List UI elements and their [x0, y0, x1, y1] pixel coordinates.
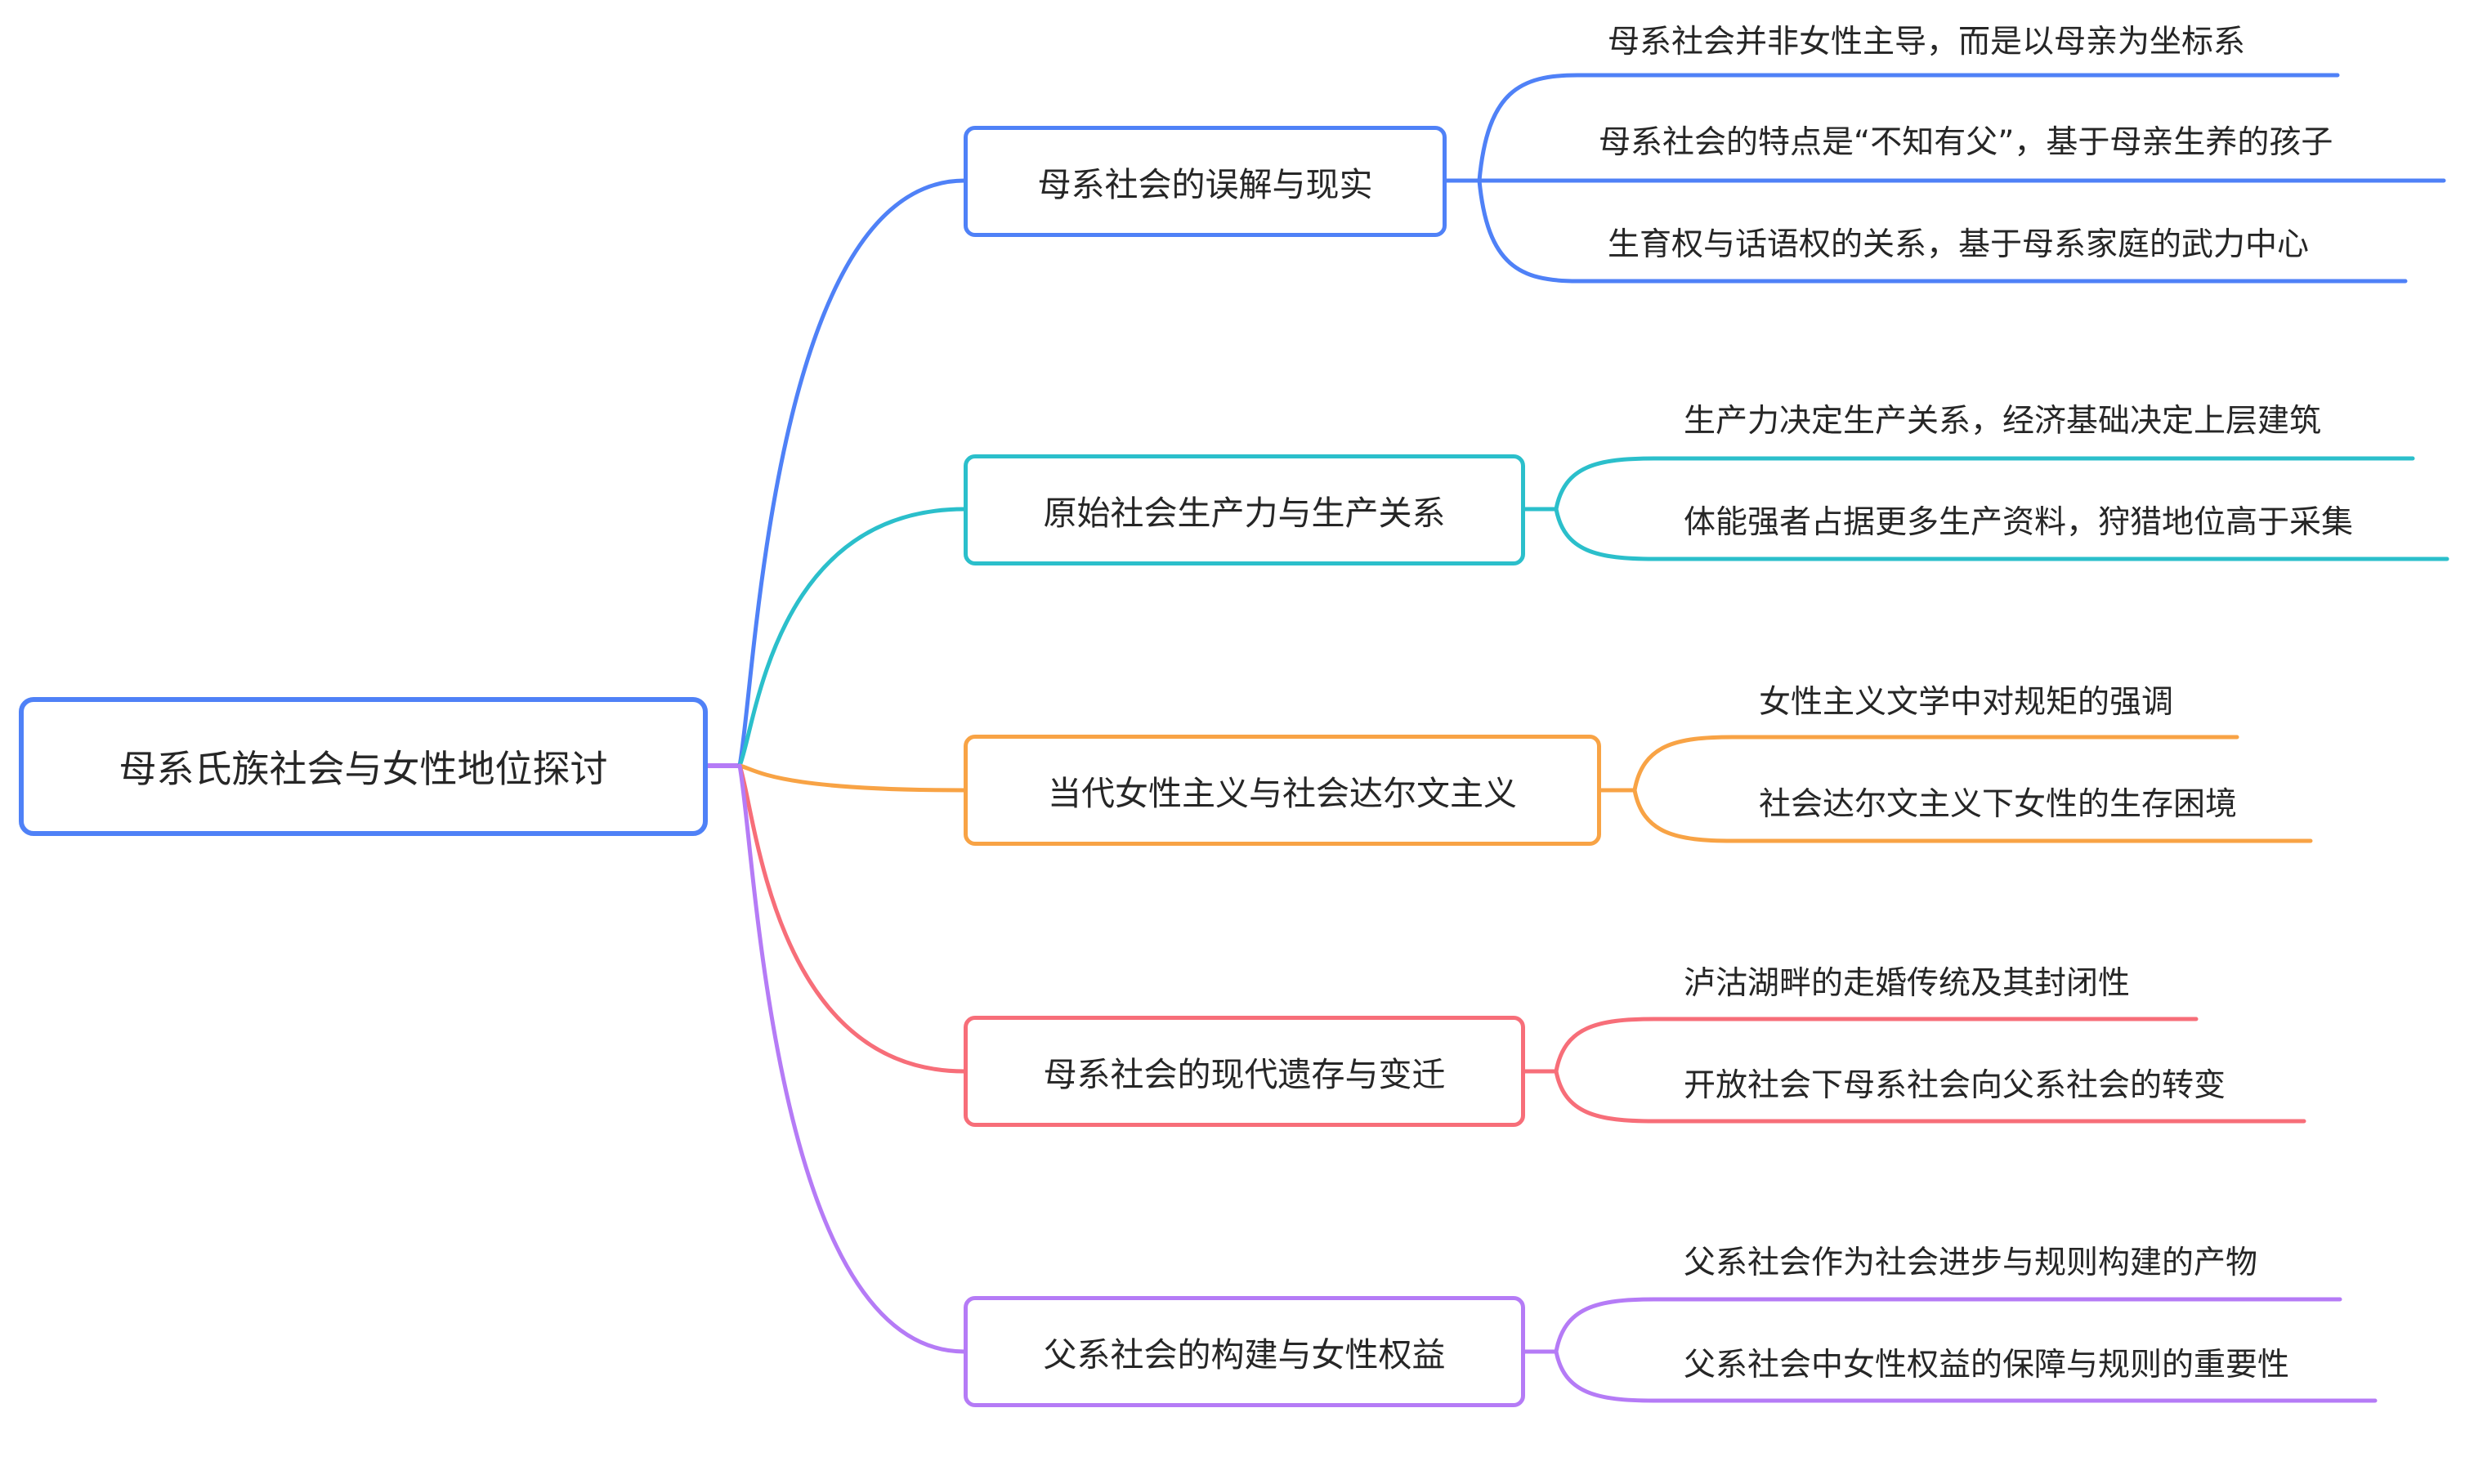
leaf-connector [1554, 1017, 2199, 1074]
topic-modern-remnants[interactable]: 母系社会的现代遗存与变迁 [964, 1016, 1525, 1127]
leaf-connector [1477, 178, 2408, 284]
leaf-topic[interactable]: 母系社会并非女性主导，而是以母亲为坐标系 [1608, 24, 2246, 60]
topic-label: 原始社会生产力与生产关系 [1043, 494, 1446, 533]
leaf-connector [1554, 507, 2449, 561]
topic-patriarchy-rights[interactable]: 父系社会的构建与女性权益 [964, 1296, 1525, 1407]
leaf-topic[interactable]: 社会达尔文主义下女性的生存困境 [1759, 786, 2238, 823]
topic-label: 父系社会的构建与女性权益 [1043, 1335, 1446, 1374]
leaf-topic[interactable]: 体能强者占据更多生产资料，狩猎地位高于采集 [1684, 504, 2354, 541]
leaf-topic[interactable]: 女性主义文学中对规矩的强调 [1759, 684, 2174, 721]
leaf-connector [1554, 1069, 2306, 1124]
leaf-topic[interactable]: 泸沽湖畔的走婚传统及其封闭性 [1684, 965, 2131, 1002]
leaf-connector [1554, 1349, 2378, 1403]
branch-connector [737, 763, 967, 1354]
leaf-topic[interactable]: 生产力决定生产关系，经济基础决定上层建筑 [1684, 403, 2322, 440]
branch-connector [737, 507, 967, 768]
leaf-topic[interactable]: 父系社会作为社会进步与规则构建的产物 [1684, 1245, 2258, 1281]
topic-misunderstanding-reality[interactable]: 母系社会的误解与现实 [964, 126, 1447, 237]
leaf-connector [1632, 735, 2239, 793]
leaf-connector [1477, 73, 2340, 183]
branch-connector [737, 763, 967, 1074]
leaf-connector [1632, 788, 2313, 843]
leaf-topic[interactable]: 母系社会的特点是“不知有父”，基于母亲生养的孩子 [1599, 124, 2333, 161]
leaf-topic[interactable]: 开放社会下母系社会向父系社会的转变 [1684, 1067, 2226, 1104]
branch-connector [737, 178, 967, 768]
topic-productivity-relations[interactable]: 原始社会生产力与生产关系 [964, 454, 1525, 565]
branch-connector [737, 763, 967, 793]
topic-label: 当代女性主义与社会达尔文主义 [1048, 774, 1517, 813]
topic-label: 母系社会的现代遗存与变迁 [1043, 1055, 1446, 1094]
leaf-connector [1554, 456, 2415, 512]
leaf-connector [1554, 1297, 2342, 1354]
topic-feminism-darwinism[interactable]: 当代女性主义与社会达尔文主义 [964, 735, 1601, 846]
leaf-topic[interactable]: 父系社会中女性权益的保障与规则的重要性 [1684, 1347, 2290, 1383]
root-topic[interactable]: 母系氏族社会与女性地位探讨 [19, 697, 708, 836]
leaf-topic[interactable]: 生育权与话语权的关系，基于母系家庭的武力中心 [1608, 226, 2310, 263]
topic-label: 母系社会的误解与现实 [1037, 165, 1373, 204]
root-topic-label: 母系氏族社会与女性地位探讨 [119, 747, 608, 791]
